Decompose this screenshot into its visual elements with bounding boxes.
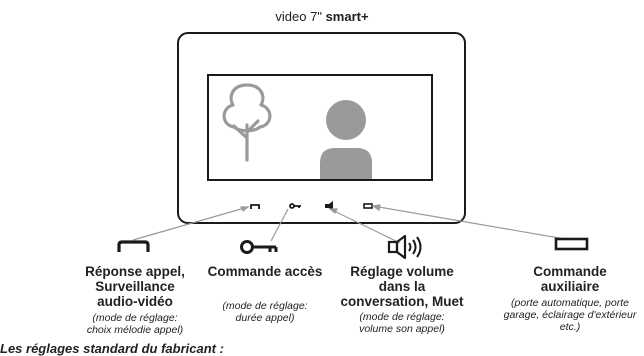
label-volume-control-note: (mode de réglage: volume son appel) (359, 311, 445, 335)
label-call-answer-heading: Réponse appel, Surveillance audio-vidéo (85, 264, 185, 309)
speaker-volume-icon-large (387, 234, 422, 260)
label-volume-control-heading: Réglage volume dans la conversation, Mue… (340, 264, 464, 309)
handset-icon (250, 204, 260, 209)
label-access-command-heading: Commande accès (207, 264, 323, 279)
label-auxiliary-command: Commande auxiliaire (porte automatique, … (502, 264, 638, 333)
screen (207, 74, 433, 181)
label-call-answer: Réponse appel, Surveillance audio-vidéo … (80, 264, 190, 336)
label-call-answer-note: (mode de réglage: choix mélodie appel) (86, 312, 184, 336)
key-icon (289, 203, 301, 209)
device-brand: smart+ (325, 9, 369, 24)
tree-icon (222, 83, 272, 162)
label-auxiliary-command-note: (porte automatique, porte garage, éclair… (503, 297, 637, 333)
footer-text: Les réglages standard du fabricant : (0, 341, 224, 356)
label-access-command-note: (mode de réglage: durée appel) (222, 300, 308, 324)
label-access-command: Commande accès (mode de réglage: durée a… (200, 264, 330, 324)
label-volume-control: Réglage volume dans la conversation, Mue… (337, 264, 467, 335)
label-auxiliary-command-heading: Commande auxiliaire (533, 264, 607, 294)
device-model: video 7" (275, 9, 322, 24)
key-icon-large (240, 240, 278, 254)
person-icon (320, 100, 372, 179)
leader-lines (132, 204, 566, 244)
handset-icon-large (117, 240, 150, 252)
auxiliary-rectangle-icon-large (554, 237, 589, 251)
device-title: video 7" smart+ (0, 9, 644, 24)
